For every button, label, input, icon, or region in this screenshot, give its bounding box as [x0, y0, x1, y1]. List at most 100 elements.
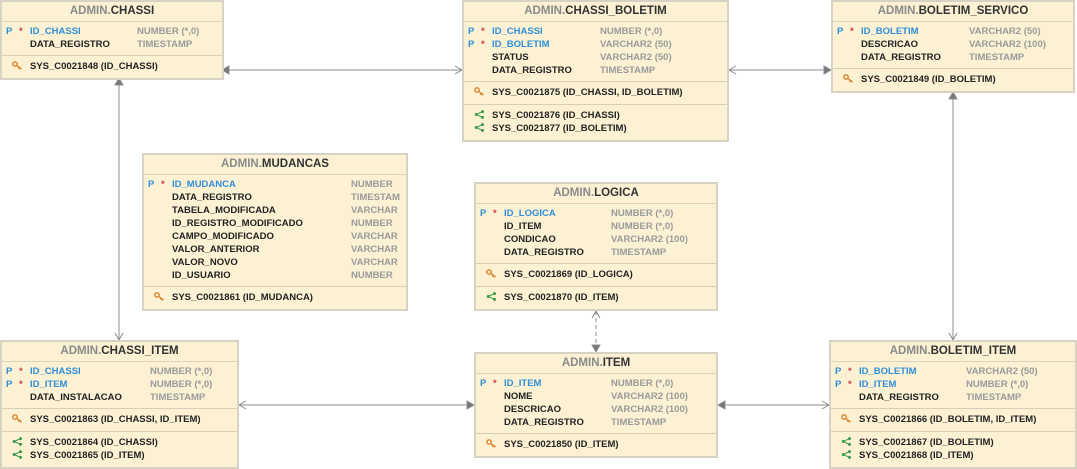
column-type: VARCHAR	[351, 205, 398, 216]
column-name: ID_BOLETIM	[861, 26, 919, 37]
column-name: DATA_REGISTRO	[172, 192, 252, 203]
foreign-key-constraint[interactable]: SYS_C0021864 (ID_CHASSI)	[2, 437, 237, 450]
fk-share-icon	[841, 450, 852, 462]
required-marker: *	[848, 379, 852, 390]
table-name: LOGICA	[594, 187, 639, 199]
primary-key-constraint[interactable]: SYS_C0021861 (ID_MUDANCA)	[144, 292, 406, 305]
column-name: VALOR_ANTERIOR	[172, 244, 260, 255]
constraint-label: SYS_C0021868 (ID_ITEM)	[859, 450, 974, 461]
primary-key-constraint[interactable]: SYS_C0021848 (ID_CHASSI)	[2, 61, 222, 74]
column-type: TIMESTAMP	[150, 392, 206, 403]
column-type: NUMBER (*,0)	[150, 366, 213, 377]
required-marker: *	[19, 379, 23, 390]
column-name: DESCRICAO	[861, 39, 919, 50]
column-row[interactable]: VALOR_NOVO VARCHAR	[144, 257, 406, 270]
primary-key-constraint[interactable]: SYS_C0021863 (ID_CHASSI, ID_ITEM)	[2, 414, 237, 427]
primary-key-constraint[interactable]: SYS_C0021869 (ID_LOGICA)	[476, 269, 716, 282]
primary-key-marker: P	[480, 208, 487, 219]
foreign-keys-section: SYS_C0021876 (ID_CHASSI) SYS_C0021877 (ID…	[464, 105, 727, 140]
column-name: ID_BOLETIM	[859, 366, 917, 377]
constraint-label: SYS_C0021849 (ID_BOLETIM)	[861, 74, 996, 85]
column-type: VARCHAR	[351, 257, 398, 268]
table-schema: ADMIN.	[69, 5, 111, 17]
column-type: TIMESTAMP	[969, 52, 1025, 63]
column-type: NUMBER (*,0)	[966, 379, 1029, 390]
constraint-label: SYS_C0021861 (ID_MUDANCA)	[172, 292, 313, 303]
column-name: DATA_REGISTRO	[861, 52, 941, 63]
keys-section: SYS_C0021861 (ID_MUDANCA)	[144, 287, 406, 309]
primary-key-constraint[interactable]: SYS_C0021866 (ID_BOLETIM, ID_ITEM)	[831, 414, 1075, 427]
keys-section: SYS_C0021850 (ID_ITEM)	[476, 434, 716, 456]
primary-key-constraint[interactable]: SYS_C0021875 (ID_CHASSI, ID_BOLETIM)	[464, 87, 727, 100]
foreign-key-constraint[interactable]: SYS_C0021877 (ID_BOLETIM)	[464, 123, 727, 136]
column-name: CONDICAO	[504, 234, 556, 245]
foreign-key-constraint[interactable]: SYS_C0021867 (ID_BOLETIM)	[831, 437, 1075, 450]
fk-share-icon	[486, 292, 497, 304]
fk-share-icon	[474, 110, 485, 122]
primary-key-marker: P	[835, 366, 842, 377]
foreign-key-constraint[interactable]: SYS_C0021870 (ID_ITEM)	[476, 292, 716, 305]
primary-key-constraint[interactable]: SYS_C0021849 (ID_BOLETIM)	[833, 74, 1073, 87]
table-title: ADMIN.CHASSI	[2, 2, 222, 22]
column-type: NUMBER (*,0)	[611, 208, 674, 219]
constraint-label: SYS_C0021863 (ID_CHASSI, ID_ITEM)	[30, 414, 201, 425]
foreign-key-constraint[interactable]: SYS_C0021865 (ID_ITEM)	[2, 450, 237, 463]
column-type: VARCHAR2 (50)	[600, 52, 672, 63]
table-name: BOLETIM_ITEM	[930, 345, 1017, 357]
foreign-key-constraint[interactable]: SYS_C0021876 (ID_CHASSI)	[464, 110, 727, 123]
table-name: BOLETIM_SERVICO	[918, 5, 1029, 17]
column-type: NUMBER (*,0)	[150, 379, 213, 390]
column-type: NUMBER	[351, 218, 393, 229]
table-title: ADMIN.CHASSI_ITEM	[2, 342, 237, 362]
column-name: VALOR_NOVO	[172, 257, 238, 268]
constraint-label: SYS_C0021876 (ID_CHASSI)	[492, 110, 620, 121]
constraint-label: SYS_C0021877 (ID_BOLETIM)	[492, 123, 627, 134]
table-title: ADMIN.BOLETIM_ITEM	[831, 342, 1075, 362]
foreign-key-constraint[interactable]: SYS_C0021868 (ID_ITEM)	[831, 450, 1075, 463]
column-row[interactable]: DATA_REGISTRO TIMESTAMP	[833, 52, 1073, 65]
keys-section: SYS_C0021848 (ID_CHASSI)	[2, 56, 222, 78]
key-icon	[474, 87, 485, 99]
constraint-label: SYS_C0021867 (ID_BOLETIM)	[859, 437, 994, 448]
primary-key-marker: P	[835, 379, 842, 390]
primary-key-constraint[interactable]: SYS_C0021850 (ID_ITEM)	[476, 439, 716, 452]
